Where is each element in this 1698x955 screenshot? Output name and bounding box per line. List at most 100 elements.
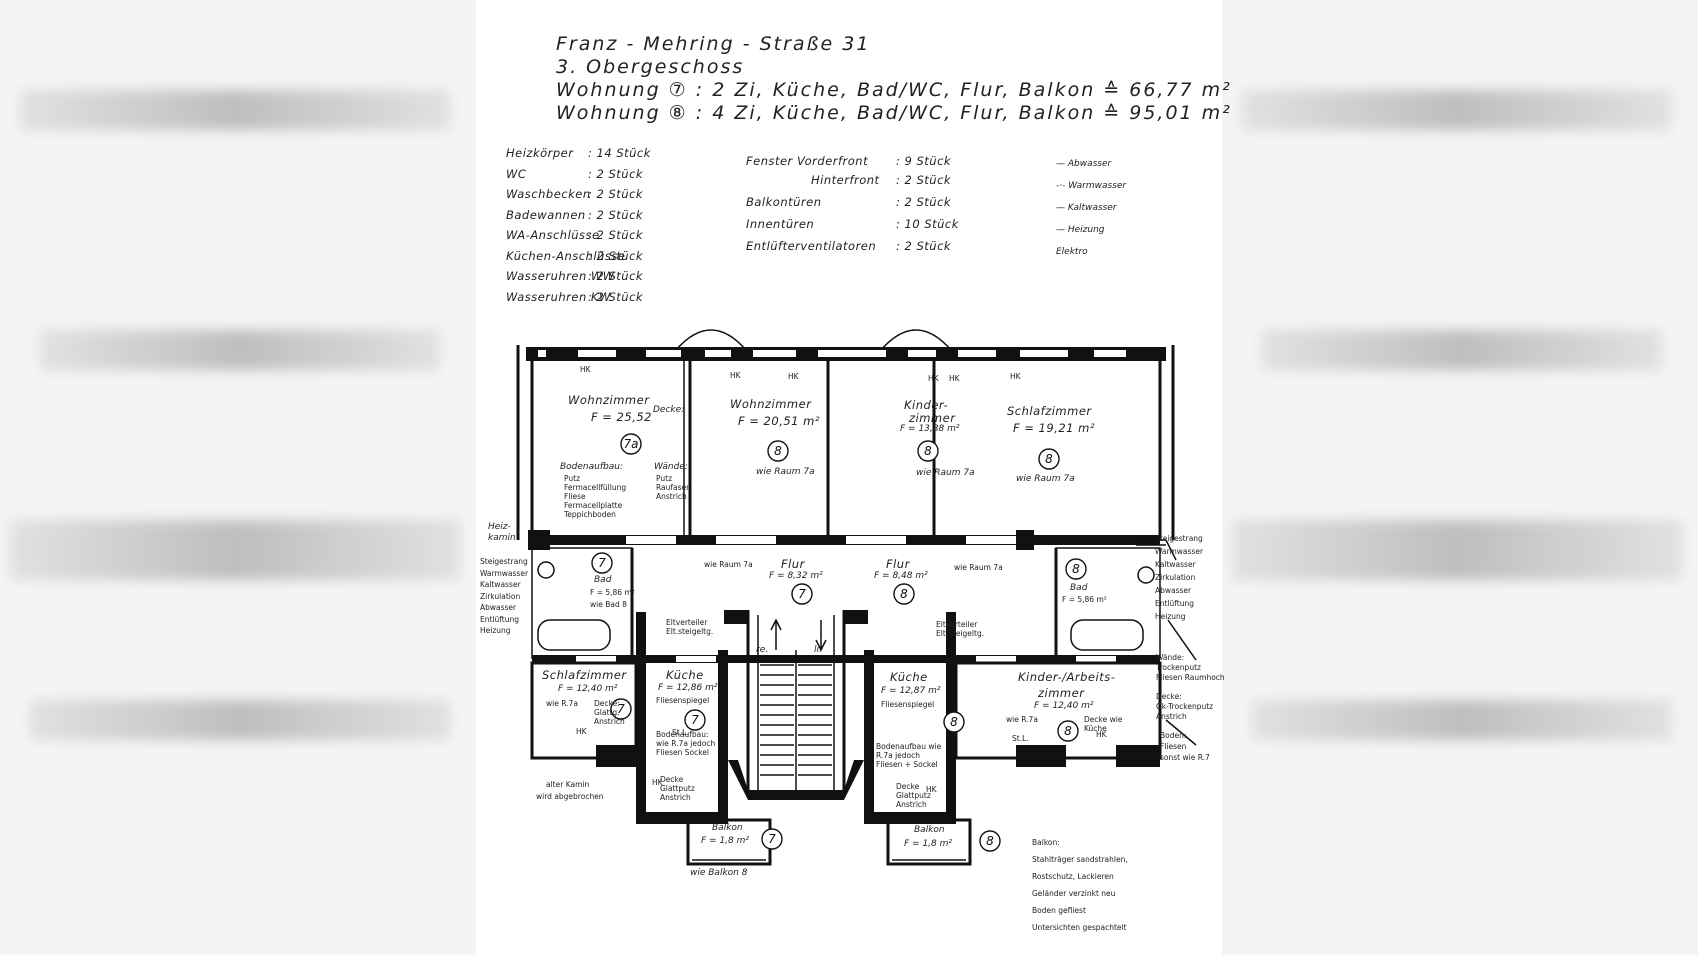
- room-decke-k7: Decke Glattputz Anstrich: [660, 775, 695, 802]
- note-kamin-old2: wird abgebrochen: [536, 792, 604, 801]
- wz7-waende-title: Wände:: [654, 462, 688, 472]
- stl-label: St.L.: [672, 728, 689, 737]
- room-number-flur7: 7: [798, 587, 806, 601]
- blur-band: [1232, 520, 1682, 580]
- waende-line: Raufaser: [656, 483, 690, 492]
- steigestrang-line: Entlüftung: [1155, 599, 1194, 608]
- room-number-balk7: 7: [768, 832, 776, 846]
- room-decke-sz7: Decke: Glattg. Anstrich: [594, 699, 625, 726]
- inventory-value: : 14 Stück: [588, 146, 651, 160]
- room-number-ka8: 8: [1064, 724, 1072, 738]
- wz7-boden-title: Bodenaufbau:: [560, 462, 623, 472]
- wz7-decke: Decke:: [653, 405, 685, 415]
- steigestrang-line: Heizung: [480, 626, 511, 635]
- room-boden-k8: Bodenaufbau wie R.7a jedoch Fliesen + So…: [876, 742, 942, 769]
- boden-line: Teppichboden: [564, 510, 616, 519]
- boden-line: Putz: [564, 474, 581, 483]
- inventory-value: : 2 Stück: [588, 289, 644, 304]
- flat8-summary: Wohnung ⑧ : 4 Zi, Küche, Bad/WC, Flur, B…: [556, 102, 1232, 124]
- room-area-k7: F = 12,86 m²: [658, 683, 718, 693]
- room-sub-k7: Fliesenspiegel: [656, 696, 710, 705]
- room-decke-k8: Decke Glattputz Anstrich: [896, 782, 931, 809]
- hk-label: HK: [730, 371, 741, 380]
- room-name-sz7: Schlafzimmer: [542, 668, 627, 682]
- room-name-ka8-2: zimmer: [1038, 686, 1085, 700]
- blur-band: [1252, 700, 1672, 740]
- note-heiz: Heiz-: [488, 522, 511, 532]
- boden-line: Fermacellfüllung: [564, 483, 627, 492]
- room-name-k8: Küche: [890, 670, 928, 684]
- steigestrang-line: Kaltwasser: [1155, 560, 1196, 569]
- waende-line: Putz: [656, 474, 673, 483]
- inventory-value: : 2 Stück: [588, 228, 644, 242]
- room-number-flur8: 8: [900, 587, 908, 601]
- inventory-label: Wasseruhren WW: [506, 269, 615, 283]
- inventory-label: Badewannen: [506, 207, 586, 222]
- hk-label: HK: [928, 374, 939, 383]
- room-name-wz7: Wohnzimmer: [568, 393, 650, 407]
- room-name-kz8-1: Kinder-: [904, 398, 949, 412]
- floor-plan-drawing: 7a 8 8 8 7 7 8 8 7 7 8 8 7 8: [516, 329, 1197, 866]
- room-note-sz7: wie R.7a: [546, 699, 578, 708]
- room-area-balk7: F = 1,8 m²: [701, 836, 749, 846]
- inventory-label: Hinterfront: [811, 173, 880, 187]
- inventory-value: : 2 Stück: [896, 173, 952, 187]
- room-name-flur7: Flur: [781, 557, 805, 571]
- room-note-flur8: wie Raum 7a: [954, 563, 1003, 572]
- blurred-background-right: [1222, 0, 1698, 955]
- room-note-wz8: wie Raum 7a: [756, 467, 815, 477]
- floor-title: 3. Obergeschoss: [556, 56, 745, 78]
- stair-treads: [760, 664, 832, 776]
- stair-label-li: li.: [814, 645, 822, 655]
- room-number-kz8: 8: [924, 444, 932, 458]
- balkon-line: Geländer verzinkt neu: [1032, 889, 1116, 898]
- legend-item: -·- Warmwasser: [1056, 181, 1127, 191]
- room-name-bad7: Bad: [594, 575, 612, 585]
- decke-line: Anstrich: [1156, 712, 1187, 721]
- balkon-line: Stahlträger sandstrahlen,: [1032, 855, 1128, 864]
- room-area-ka8: F = 12,40 m²: [1034, 701, 1094, 711]
- note-balkon-left: wie Balkon 8: [690, 868, 748, 878]
- balkon-line: Rostschutz, Lackieren: [1032, 872, 1114, 881]
- stl-label: St.L.: [1012, 734, 1029, 743]
- front-wall-inner: [538, 350, 1154, 357]
- steigestrang-line: Steigestrang: [480, 557, 528, 566]
- room-number-balk8: 8: [986, 834, 994, 848]
- inventory-value: : 2 Stück: [896, 195, 952, 209]
- inventory-value: : 2 Stück: [588, 269, 644, 283]
- room-area-kz8: F = 13,88 m²: [900, 424, 960, 434]
- legend-item: — Kaltwasser: [1056, 203, 1117, 213]
- room-number-bad8: 8: [1072, 562, 1080, 576]
- legend-item: — Heizung: [1056, 225, 1105, 235]
- room-area-bad8: F = 5,86 m²: [1062, 595, 1107, 604]
- steigestrang-line: Kaltwasser: [480, 580, 521, 589]
- boden-line: Fliese: [564, 492, 586, 501]
- room-name-balk8: Balkon: [914, 825, 945, 835]
- steigestrang-line: Warmwasser: [480, 568, 529, 578]
- blurred-background-left: [0, 0, 476, 955]
- room-number-wz7: 7a: [624, 437, 639, 451]
- decke-line: Decke:: [1156, 692, 1182, 701]
- note-kamin: kamin: [488, 533, 516, 543]
- inventory-label: Innentüren: [746, 217, 815, 231]
- boden-line: Fliesen: [1160, 742, 1187, 751]
- balkon-line: Balkon:: [1032, 838, 1060, 847]
- waende-line: Fliesen Raumhoch: [1156, 673, 1225, 682]
- inventory-value: : 2 Stück: [588, 207, 644, 222]
- inventory-label: Fenster Vorderfront: [746, 154, 869, 168]
- steigestrang-line: Entlüftung: [480, 614, 519, 624]
- inventory-label: Waschbecken: [506, 187, 591, 201]
- steigestrang-line: Abwasser: [1155, 586, 1192, 595]
- room-note-bad7: wie Bad 8: [590, 600, 627, 609]
- boden-line: Boden:: [1160, 731, 1187, 740]
- room-area-wz7: F = 25,52: [591, 410, 652, 424]
- steigestrang-line: Warmwasser: [1155, 547, 1204, 556]
- boden-line: sonst wie R.7: [1160, 753, 1210, 762]
- balkon-line: Boden gefliest: [1032, 906, 1086, 915]
- room-name-flur8: Flur: [886, 557, 910, 571]
- room-number-k7: 7: [691, 713, 699, 727]
- address-title: Franz - Mehring - Straße 31: [556, 33, 871, 55]
- room-number-k8: 8: [950, 715, 958, 729]
- legend-item: — Abwasser: [1056, 159, 1112, 169]
- room-number-wz8: 8: [774, 444, 782, 458]
